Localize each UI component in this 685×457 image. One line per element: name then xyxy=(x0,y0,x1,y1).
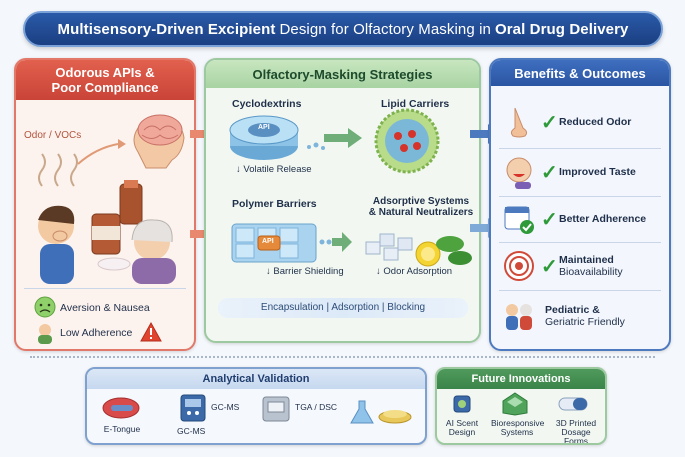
release-dots-icon xyxy=(307,142,325,150)
left-panel-heading: Odorous APIs & Poor Compliance xyxy=(16,60,194,100)
benefit-label-line1: Maintained xyxy=(559,254,614,266)
benefit-label: Reduced Odor xyxy=(559,116,632,128)
volatile-release-text: Volatile Release xyxy=(243,164,312,175)
analytical-validation-panel: Analytical Validation E-Tongue GC-MS GC-… xyxy=(85,367,427,445)
benefit-item: ✓ Reduced Odor xyxy=(501,102,661,142)
benefit-label-line1: Pediatric & xyxy=(545,304,600,316)
odor-arrows-icon xyxy=(77,139,126,165)
pediatric-geriatric-icon xyxy=(506,304,532,330)
benefit-label: Improved Taste xyxy=(559,166,636,178)
3d-printed-label: 3D Printed Dosage Forms xyxy=(549,418,603,445)
barrier-shielding-caption: ↓ Barrier Shielding xyxy=(266,266,344,277)
bioresponsive-line1: Bioresponsive xyxy=(491,418,545,428)
polymer-barrier-icon xyxy=(231,223,317,263)
check-icon: ✓ xyxy=(541,111,558,134)
warning-icon xyxy=(140,322,162,342)
cd-to-lipid-arrow xyxy=(324,128,362,148)
brain-head-icon xyxy=(133,114,185,169)
gc-ms-icon xyxy=(180,394,206,422)
strategies-panel: Olfactory-Masking Strategies Cyclodextri… xyxy=(204,58,481,343)
aversion-label: Aversion & Nausea xyxy=(60,302,150,314)
3d-printed-line1: 3D Printed xyxy=(555,418,597,428)
benefit-label: Better Adherence xyxy=(559,213,647,225)
nausea-face-icon xyxy=(34,296,56,318)
ai-scent-line2: Design xyxy=(448,427,476,437)
nose-icon xyxy=(510,107,528,138)
future-heading: Future Innovations xyxy=(437,369,605,389)
bioresponsive-label: Bioresponsive Systems xyxy=(491,418,545,437)
odor-adsorption-text: Odor Adsorption xyxy=(383,266,453,277)
taste-face-icon xyxy=(506,157,532,189)
benefit-item: ✓ Better Adherence xyxy=(501,199,661,239)
section-divider xyxy=(30,356,655,358)
odorous-apis-panel: Odorous APIs & Poor Compliance Odor / VO… xyxy=(14,58,196,351)
lipid-carrier-icon xyxy=(374,108,440,174)
patients-illustration xyxy=(38,180,176,284)
future-innovations-panel: Future Innovations AI Scent Design Biore… xyxy=(435,367,607,445)
ai-scent-line1: AI Scent xyxy=(445,418,479,428)
low-adherence-label: Low Adherence xyxy=(60,327,133,339)
cyclodextrins-title: Cyclodextrins xyxy=(232,98,302,110)
cyclodextrin-api-label: API xyxy=(258,124,270,131)
3d-printed-line2: Dosage Forms xyxy=(561,427,591,445)
polymer-barriers-title: Polymer Barriers xyxy=(232,198,317,210)
bioresponsive-line2: Systems xyxy=(500,427,534,437)
target-icon xyxy=(504,251,534,281)
benefit-label-line2: Geriatric Friendly xyxy=(545,316,625,328)
title-part-1: Multisensory-Driven Excipient xyxy=(57,20,276,38)
check-icon: ✓ xyxy=(541,161,558,184)
tga-dsc-icon xyxy=(262,396,290,422)
e-tongue-label: E-Tongue xyxy=(103,424,141,434)
benefit-label: Pediatric & Geriatric Friendly xyxy=(545,304,625,328)
benefit-item: Pediatric & Geriatric Friendly xyxy=(501,296,661,336)
bioresponsive-icon xyxy=(502,392,528,416)
volatile-release-caption: ↓ Volatile Release xyxy=(236,164,312,175)
benefit-item: ✓ Improved Taste xyxy=(501,152,661,192)
adsorptive-title-line2: & Natural Neutralizers xyxy=(368,207,474,218)
adsorptive-neutralizer-icon xyxy=(365,233,472,267)
title-part-3: Oral Drug Delivery xyxy=(494,20,629,38)
polymer-to-adsorptive-arrow xyxy=(319,232,352,252)
ai-chip-icon xyxy=(453,395,471,413)
lab-glassware-icon xyxy=(350,400,412,424)
benefit-label: Maintained Bioavailability xyxy=(559,254,623,278)
page-title: Multisensory-Driven Excipient Design for… xyxy=(23,11,663,47)
benefit-item: ✓ Maintained Bioavailability xyxy=(501,246,661,286)
odor-adsorption-caption: ↓ Odor Adsorption xyxy=(376,266,453,277)
mechanism-strip: Encapsulation | Adsorption | Blocking xyxy=(218,298,468,318)
middle-panel-heading: Olfactory-Masking Strategies xyxy=(206,60,479,88)
left-heading-line2: Poor Compliance xyxy=(51,80,159,95)
check-icon: ✓ xyxy=(541,208,558,231)
right-panel-heading: Benefits & Outcomes xyxy=(491,60,669,86)
capsule-icon xyxy=(558,397,588,411)
adsorptive-title-line1: Adsorptive Systems xyxy=(372,196,470,207)
left-heading-line1: Odorous APIs & xyxy=(55,65,155,80)
cyclodextrin-ring-icon xyxy=(229,115,299,160)
child-icon xyxy=(38,324,52,344)
polymer-api-label: API xyxy=(262,238,274,245)
lipid-carriers-title: Lipid Carriers xyxy=(381,98,450,110)
calendar-icon xyxy=(504,206,534,234)
ai-scent-label: AI Scent Design xyxy=(441,419,483,437)
benefit-label-line2: Bioavailability xyxy=(559,266,623,278)
check-icon: ✓ xyxy=(541,255,558,278)
adsorptive-title: Adsorptive Systems & Natural Neutralizer… xyxy=(366,196,476,218)
odor-waves-icon xyxy=(38,153,78,187)
analytical-heading: Analytical Validation xyxy=(87,369,425,389)
title-part-2: Design for Olfactory Masking in xyxy=(279,20,491,38)
e-tongue-icon xyxy=(102,397,140,419)
benefits-panel: Benefits & Outcomes ✓ Reduced Odor ✓ Imp… xyxy=(489,58,671,351)
barrier-shielding-text: Barrier Shielding xyxy=(273,266,344,277)
gc-ms-label-2: GC-MS xyxy=(177,426,206,436)
gc-ms-label-1: GC-MS xyxy=(211,402,240,412)
tga-dsc-label: TGA / DSC xyxy=(295,402,338,412)
odor-label: Odor / VOCs xyxy=(24,130,82,141)
